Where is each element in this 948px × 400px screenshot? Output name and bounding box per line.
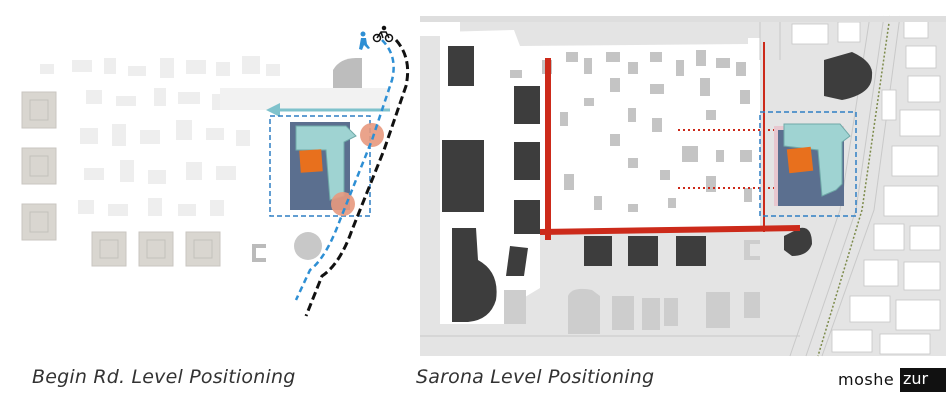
dark-round-corner	[784, 227, 812, 256]
small-structure	[252, 244, 266, 262]
pedestrian-icon	[359, 31, 370, 50]
grey-round-structure	[294, 232, 322, 260]
moshe-zur-logo: moshe zur	[838, 368, 946, 396]
right-context-buildings	[791, 19, 941, 355]
park-small-buildings	[510, 50, 752, 212]
core-orange-square	[299, 149, 323, 173]
dark-buildings	[442, 46, 873, 322]
caption-sarona-level: Sarona Level Positioning	[416, 366, 655, 388]
core-orange-square	[786, 146, 814, 174]
faint-context-blocks	[40, 56, 280, 216]
rail-line	[817, 15, 891, 357]
left-panel	[21, 25, 410, 317]
sarona-axes	[539, 42, 801, 240]
right-panel	[420, 15, 946, 357]
bicycle-icon	[372, 25, 394, 43]
road-glow	[220, 88, 390, 110]
top-road-band	[420, 16, 946, 22]
access-node-bottom	[331, 192, 355, 216]
grey-landmark-building	[333, 58, 362, 96]
pedestrian-route-blue	[294, 39, 395, 301]
logo-text-moshe: moshe	[838, 370, 895, 389]
logo-text-zur: zur	[900, 368, 946, 392]
site-boundary-dashed	[759, 111, 857, 217]
site-boundary-dashed	[269, 115, 371, 217]
caption-begin-rd-level: Begin Rd. Level Positioning	[32, 366, 296, 388]
direction-arrow-icon	[266, 103, 390, 117]
light-buildings-bottom	[504, 240, 760, 334]
grey-square-buildings	[21, 91, 221, 267]
small-structure	[744, 240, 760, 260]
access-node-top	[360, 123, 384, 147]
dark-round-tower	[824, 52, 873, 100]
bicycle-route-black	[304, 39, 410, 317]
